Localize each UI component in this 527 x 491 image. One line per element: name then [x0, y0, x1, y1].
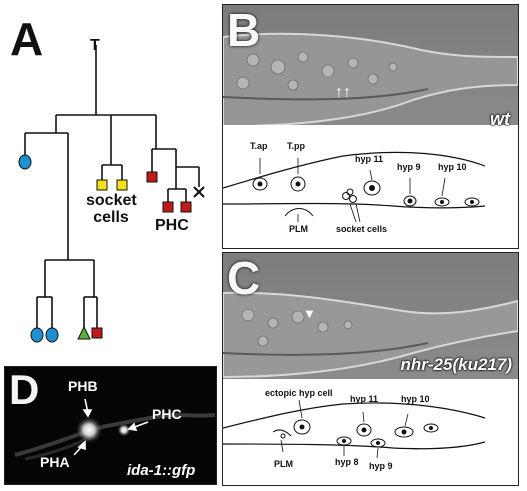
label-hyp10-b: hyp 10: [438, 162, 467, 172]
label-phc: PHC: [152, 406, 182, 422]
panel-d-letter: D: [9, 366, 40, 413]
label-t-ap: T.ap: [250, 141, 268, 151]
panel-b: ↑↑ B wt T.ap T.pp hyp 11 hyp 9 hyp: [222, 4, 519, 249]
label-hyp8-c: hyp 8: [335, 457, 359, 467]
red-square-cell-1: [146, 171, 158, 183]
red-square-cell-bottom: [91, 327, 103, 339]
phc-label: PHC: [155, 217, 189, 234]
panel-d: D PHB PHC PHA ida-1::gfp: [4, 366, 217, 485]
panel-b-genotype: wt: [490, 109, 510, 129]
green-triangle-cell: [77, 325, 91, 340]
label-hyp9-c: hyp 9: [369, 461, 393, 471]
label-plm-c: PLM: [274, 459, 293, 469]
red-square-phc-2: [180, 201, 192, 213]
label-ectopic-hyp-cell: ectopic hyp cell: [265, 388, 333, 398]
label-hyp11-b: hyp 11: [355, 154, 384, 164]
label-pha: PHA: [40, 454, 70, 470]
panel-a-letter: A: [10, 13, 44, 65]
reporter-label: ida-1::gfp: [127, 462, 196, 479]
red-square-phc-1: [162, 201, 174, 213]
yellow-square-socket-1: [96, 179, 108, 191]
panel-c-micrograph: ▼: [223, 253, 518, 379]
panel-b-letter: B: [227, 4, 261, 56]
label-socket-cells-b: socket cells: [336, 224, 388, 234]
panel-c: ▼ C nhr-25(ku217) ectopic hyp cell hyp 1…: [222, 252, 519, 486]
double-arrow-icon: ↑↑: [335, 84, 351, 101]
blue-cell-top: [18, 154, 32, 170]
lineage-root-label: T: [90, 37, 100, 54]
lineage-tree: [18, 45, 205, 343]
panel-c-letter: C: [227, 252, 261, 304]
label-t-pp: T.pp: [287, 141, 305, 151]
panel-c-genotype: nhr-25(ku217): [400, 355, 512, 374]
label-hyp9-b: hyp 9: [397, 162, 421, 172]
panel-c-schematic: [223, 399, 486, 459]
panel-b-micrograph: ↑↑: [223, 5, 518, 125]
death-cross-icon: [193, 186, 205, 198]
blue-cell-bottom-1: [30, 327, 44, 343]
label-phb: PHB: [68, 378, 98, 394]
label-plm-b: PLM: [289, 224, 308, 234]
arrowhead-icon: ▼: [303, 306, 316, 321]
label-hyp11-c: hyp 11: [350, 394, 379, 404]
yellow-square-socket-2: [116, 179, 128, 191]
label-hyp10-c: hyp 10: [401, 394, 430, 404]
blue-cell-bottom-2: [45, 327, 59, 343]
panel-b-schematic: [223, 151, 486, 223]
socket-cells-label: socket cells: [86, 192, 137, 226]
